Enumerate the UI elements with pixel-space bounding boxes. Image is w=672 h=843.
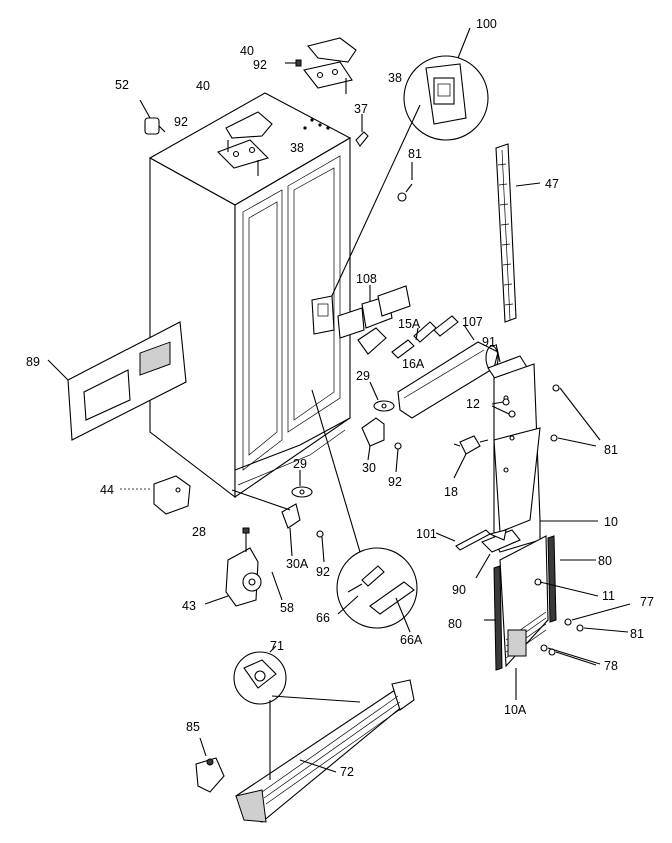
label-107: 107 <box>462 315 483 329</box>
part-labels: 100 40 92 38 52 40 92 38 37 81 47 108 15… <box>26 17 654 779</box>
roller-29-30 <box>361 381 402 473</box>
rod-101 <box>435 529 491 579</box>
tubes-15a-16a <box>391 315 459 359</box>
rail-47 <box>495 143 541 323</box>
hinge-cover-left <box>217 111 273 176</box>
label-89: 89 <box>26 355 40 369</box>
label-90: 90 <box>452 583 466 597</box>
bracket-44 <box>120 475 191 515</box>
screw-81 <box>397 162 413 202</box>
label-92-left: 92 <box>174 115 188 129</box>
hinge-cover-top <box>285 37 357 94</box>
label-91: 91 <box>482 335 496 349</box>
label-29-right: 29 <box>356 369 370 383</box>
label-43: 43 <box>182 599 196 613</box>
label-92-right: 92 <box>388 475 402 489</box>
label-29-bottom: 29 <box>293 457 307 471</box>
label-81-bottom: 81 <box>630 627 644 641</box>
label-37: 37 <box>354 102 368 116</box>
roller-bracket-43 <box>204 527 283 607</box>
roller-29-30A <box>231 470 325 563</box>
clip-37 <box>355 114 369 147</box>
label-38-top: 38 <box>388 71 402 85</box>
refrigerator-cabinet <box>148 92 352 499</box>
endcap-85 <box>195 737 225 793</box>
label-47: 47 <box>545 177 559 191</box>
label-66: 66 <box>316 611 330 625</box>
grille-10a <box>484 535 599 700</box>
label-72: 72 <box>340 765 354 779</box>
kickplate-72 <box>235 679 415 823</box>
detail-circle-71 <box>233 645 287 705</box>
screws-77-78-81 <box>540 603 631 666</box>
duct-assembly-10 <box>481 343 598 553</box>
label-10A: 10A <box>504 703 527 717</box>
control-panel-89 <box>47 321 187 441</box>
label-66A: 66A <box>400 633 423 647</box>
label-52: 52 <box>115 78 129 92</box>
label-18: 18 <box>444 485 458 499</box>
switch-18 <box>453 435 489 479</box>
label-40-top: 40 <box>240 44 254 58</box>
label-108: 108 <box>356 272 377 286</box>
dispenser-parts-108 <box>311 285 411 355</box>
label-40-left: 40 <box>196 79 210 93</box>
label-81-top: 81 <box>408 147 422 161</box>
label-81-right: 81 <box>604 443 618 457</box>
label-11: 11 <box>602 589 615 603</box>
label-28: 28 <box>192 525 206 539</box>
label-101: 101 <box>416 527 437 541</box>
label-10: 10 <box>604 515 618 529</box>
label-58: 58 <box>280 601 294 615</box>
label-78: 78 <box>604 659 618 673</box>
label-80-right: 80 <box>598 554 612 568</box>
label-71: 71 <box>270 639 284 653</box>
detail-circle-100 <box>329 27 489 301</box>
label-12: 12 <box>466 397 480 411</box>
knob-52 <box>139 99 166 135</box>
label-30A: 30A <box>286 557 309 571</box>
label-30: 30 <box>362 461 376 475</box>
label-38-left: 38 <box>290 141 304 155</box>
label-92-top: 92 <box>253 58 267 72</box>
label-85: 85 <box>186 720 200 734</box>
label-44: 44 <box>100 483 114 497</box>
detail-circle-66 <box>311 389 418 633</box>
label-100: 100 <box>476 17 497 31</box>
label-16A: 16A <box>402 357 425 371</box>
label-80-left: 80 <box>448 617 462 631</box>
label-92-bottom: 92 <box>316 565 330 579</box>
screws-12-81 <box>491 384 601 447</box>
label-77: 77 <box>640 595 654 609</box>
label-15A: 15A <box>398 317 421 331</box>
